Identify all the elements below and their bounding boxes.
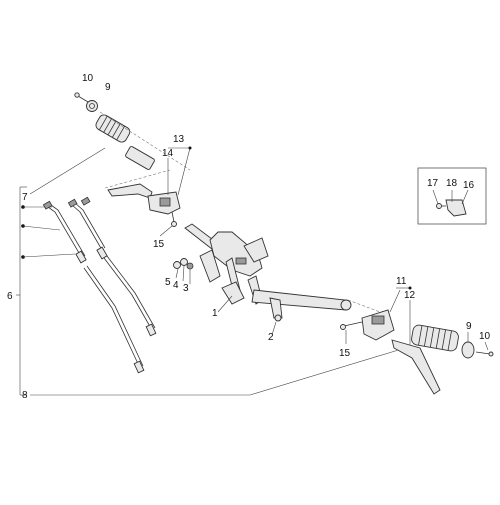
label-16: 16 (463, 180, 475, 191)
label-11: 11 (396, 276, 407, 287)
label-5: 5 (165, 277, 171, 288)
cable-group-bracket (16, 147, 406, 396)
label-13: 13 (173, 134, 185, 145)
label-1: 1 (212, 308, 218, 319)
label-18: 18 (446, 178, 458, 189)
handlebar-frame (184, 223, 352, 336)
cable-assembly-right (67, 196, 157, 337)
label-9-left: 9 (105, 82, 111, 93)
label-10-left: 10 (82, 73, 94, 84)
right-grip-assembly (411, 324, 494, 359)
left-brake-lever (107, 146, 192, 237)
label-4: 4 (173, 280, 179, 291)
label-6: 6 (7, 291, 13, 302)
label-2: 2 (268, 332, 274, 343)
callout-labels: 10 9 13 14 7 6 8 15 5 4 3 1 2 11 12 15 9… (7, 73, 491, 401)
cable-assembly-left (42, 200, 145, 374)
label-15-left: 15 (153, 239, 165, 250)
label-7: 7 (22, 192, 28, 203)
label-17: 17 (427, 178, 439, 189)
label-3: 3 (183, 283, 189, 294)
label-12: 12 (404, 290, 416, 301)
fastener-nuts (173, 258, 194, 284)
label-14: 14 (162, 148, 174, 159)
label-9-right: 9 (466, 321, 472, 332)
label-10-right: 10 (479, 331, 491, 342)
label-15-right: 15 (339, 348, 351, 359)
left-grip-assembly (74, 92, 191, 189)
inset-detail-box (417, 167, 487, 225)
label-8: 8 (22, 390, 28, 401)
right-brake-assembly (340, 286, 441, 395)
